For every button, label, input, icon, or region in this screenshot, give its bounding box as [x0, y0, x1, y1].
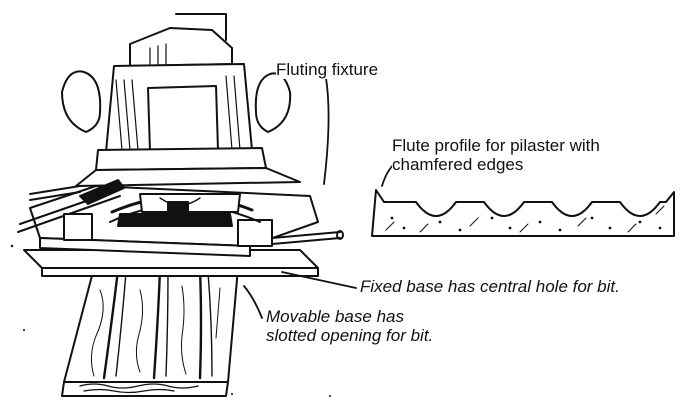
movable-base-text-line2: slotted opening for bit. [266, 326, 434, 345]
router-motor [61, 13, 301, 223]
movable-base-label: Movable base has slotted opening for bit… [266, 307, 434, 345]
flute-profile [371, 189, 675, 237]
fixed-base-text: Fixed base has central hole for bit. [360, 277, 620, 296]
sketch-dots [10, 244, 331, 397]
movable-base-text-line1: Movable base has [266, 307, 404, 326]
fluting-fixture-label: Fluting fixture [276, 60, 379, 79]
fluting-fixture-text: Fluting fixture [276, 60, 379, 79]
flute-profile-text-line1: Flute profile for pilaster with [392, 136, 600, 155]
flute-profile-label: Flute profile for pilaster with chamfere… [392, 136, 600, 174]
flute-profile-text-line2: chamfered edges [392, 155, 524, 174]
fixed-base-label: Fixed base has central hole for bit. [360, 277, 620, 296]
pilaster-board [61, 267, 239, 397]
